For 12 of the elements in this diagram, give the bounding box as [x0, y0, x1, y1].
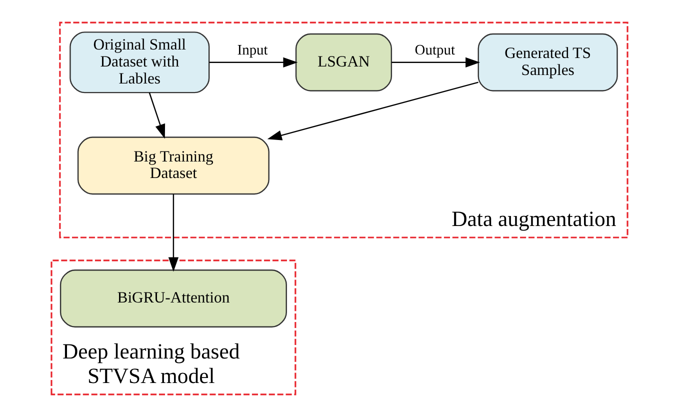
node-box: LSGAN	[294, 33, 392, 92]
edge-label: Input	[236, 42, 268, 59]
node-box: Big Training Dataset	[76, 136, 269, 195]
arrow	[148, 92, 165, 139]
arrow	[208, 57, 298, 68]
edge-label: Output	[414, 42, 455, 59]
arrow	[266, 82, 478, 140]
node-box: Original Small Dataset with Lables	[69, 32, 210, 94]
node-box: BiGRU-Attention	[59, 269, 286, 328]
arrow	[168, 194, 178, 272]
node-box: Generated TS Samples	[477, 33, 618, 92]
arrow	[391, 57, 480, 68]
